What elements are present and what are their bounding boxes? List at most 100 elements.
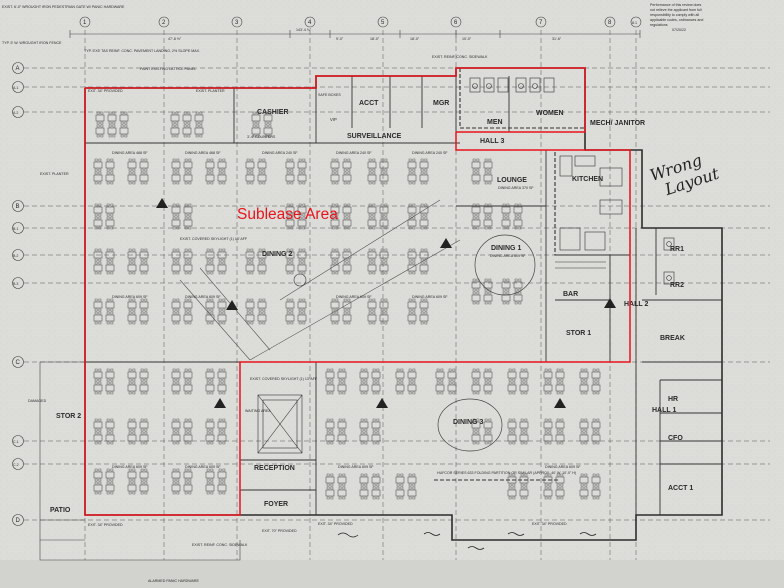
room-kitchen: KITCHEN [572, 176, 603, 183]
col-5: 5 [381, 20, 385, 26]
counter-label: 3'-4" COUNTERS [247, 135, 276, 139]
dim-3: 9'-0" [336, 37, 344, 41]
room-surveillance: SURVEILLANCE [347, 133, 402, 140]
area-label-4: DINING AREA 240 SF [336, 151, 372, 155]
lattice-note: PAINT EXISTING LATTICE PANEL [140, 67, 196, 71]
room-reception: RECEPTION [254, 465, 295, 472]
dim-6: 10'-0" [462, 37, 472, 41]
gate-note-1: EXIST. 6'-0" WROUGHT IRON PEDESTRIAN GAT… [2, 5, 125, 9]
room-rr2: RR2 [670, 282, 684, 289]
row-a1: A.1 [13, 86, 18, 90]
area-label-3: DINING AREA 240 SF [262, 151, 298, 155]
room-acct: ACCT [359, 100, 379, 107]
stamp-date: 07/20/22 [672, 28, 686, 32]
dining-1-area: DINING AREA 609 SF [490, 254, 526, 258]
safe-label: SAFE BOXES [318, 93, 341, 97]
column-bubbles: 1 2 3 4 5 6 7 8 8.1 [79, 16, 642, 28]
area-label-6: DINING AREA 609 SF [112, 295, 148, 299]
area-label-11: DINING AREA 609 SF [185, 465, 221, 469]
room-dining-1: DINING 1 [491, 245, 521, 252]
area-labels: DINING AREA 468 SF DINING AREA 468 SF DI… [28, 89, 581, 583]
area-label-9: DINING AREA 609 SF [412, 295, 448, 299]
row-b3: B.3 [13, 282, 18, 286]
exit-label-patio: EXIT. 34" PROVIDED [88, 523, 123, 527]
folding-partition-label: HUFCOR SERIES 633 FOLDING PARTITION OR S… [437, 471, 576, 475]
stamp-line-2: not relieve the applicant from full [650, 8, 702, 12]
patio-fence [39, 361, 241, 561]
dim-2: 143'-4 ¾" [296, 28, 312, 32]
room-mech-janitor: MECH/ JANITOR [590, 120, 645, 127]
room-patio: PATIO [50, 507, 71, 514]
planter-label-left: EXIST. PLANTER [40, 172, 69, 176]
area-label-10: DINING AREA 609 SF [112, 465, 148, 469]
reception-features [257, 273, 307, 454]
exit-arrows [156, 198, 616, 408]
callout-lines [179, 199, 461, 361]
fence-note: TYP. 5' W. WROUGHT IRON FENCE [2, 41, 62, 45]
room-dining-2: DINING 2 [262, 251, 292, 258]
room-acct-1: ACCT 1 [668, 485, 693, 492]
row-a: A [16, 66, 20, 72]
dim-5: 18'-0" [410, 37, 420, 41]
area-label-2: DINING AREA 468 SF [185, 151, 221, 155]
room-women: WOMEN [536, 110, 564, 117]
alarm-label: ALARMED PANIC HARDWARE [148, 579, 200, 583]
room-dining-3: DINING 3 [453, 419, 483, 426]
area-label-12: DINING AREA 609 SF [338, 465, 374, 469]
room-hr: HR [668, 396, 678, 403]
sublease-area-label: Sublease Area [237, 206, 338, 223]
area-label-13: DINING AREA 609 SF [545, 465, 581, 469]
row-d: D [16, 518, 21, 524]
area-label-8: DINING AREA 609 SF [336, 295, 372, 299]
landing-note: TYP. 5'X5' TAS REINF. CONC. PAVEMENT LAN… [84, 49, 200, 53]
room-lounge: LOUNGE [497, 177, 527, 184]
top-dimension-line [69, 30, 641, 38]
stamp-line-5: regulations [650, 23, 668, 27]
col-6: 6 [454, 20, 458, 26]
exit-label-top: EXIT. 34" PROVIDED [88, 89, 123, 93]
row-b1: B.1 [13, 227, 18, 231]
dim-4: 18'-0" [370, 37, 380, 41]
room-cfo: CFO [668, 435, 683, 442]
handwritten-dims [337, 532, 597, 550]
folding-partition-outline [437, 234, 536, 452]
skylight-label-1: EXIST. COVERED SKYLIGHT (1) 13' AFF [180, 237, 248, 241]
room-hall-3: HALL 3 [480, 138, 504, 145]
planter-label: EXIST. PLANTER [196, 89, 225, 93]
row-b2: B.2 [13, 254, 18, 258]
restroom-fixtures [469, 77, 675, 285]
col-1: 1 [83, 20, 87, 26]
waiting-area: WAITING AREA [245, 409, 271, 413]
paper-shadow [0, 560, 784, 588]
col-4: 4 [308, 20, 312, 26]
exit-label-bottom-2: EXIT. 34" PROVIDED [532, 522, 567, 526]
room-hall-1: HALL 1 [652, 407, 676, 414]
sidewalk-label: EXIST. REINF. CONC. SIDEWALK [192, 543, 248, 547]
room-vip: VIP [330, 117, 337, 122]
room-mgr: MGR [433, 100, 449, 107]
room-rr1: RR1 [670, 246, 684, 253]
top-dimensions: 47'-8 ½" 143'-4 ¾" 9'-0" 18'-0" 18'-0" 1… [168, 28, 562, 41]
row-c: C [16, 360, 21, 366]
col-2: 2 [162, 20, 166, 26]
room-foyer: FOYER [264, 501, 288, 508]
room-men: MEN [487, 119, 503, 126]
stamp-line-1: Performance of this review does [650, 3, 702, 7]
room-labels: CASHIER ACCT MGR MEN WOMEN MECH/ JANITOR… [50, 100, 693, 514]
interior-walls [85, 76, 722, 515]
col-7: 7 [539, 20, 543, 26]
room-cashier: CASHIER [257, 109, 289, 116]
row-b: B [16, 204, 20, 210]
room-stor-2: STOR 2 [56, 413, 81, 420]
room-bar: BAR [563, 291, 578, 298]
area-label-1: DINING AREA 468 SF [112, 151, 148, 155]
header-notes: EXIST. 6'-0" WROUGHT IRON PEDESTRIAN GAT… [2, 3, 703, 71]
col-8: 8 [608, 20, 612, 26]
sublease-boundary [84, 67, 631, 516]
room-stor-1: STOR 1 [566, 330, 591, 337]
room-break: BREAK [660, 335, 685, 342]
damaged-label: DAMAGED [28, 399, 47, 403]
col-3: 3 [235, 20, 239, 26]
row-c2: C.2 [13, 463, 19, 467]
